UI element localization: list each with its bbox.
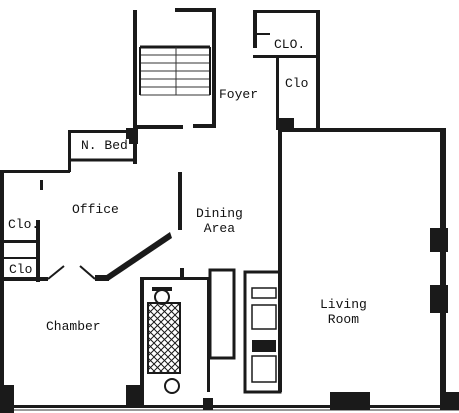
room-label-n-bed: N. Bed — [80, 138, 129, 154]
room-label-foyer: Foyer — [219, 87, 259, 102]
outer-walls — [0, 118, 459, 413]
room-label-dining-area: Dining Area — [196, 206, 243, 237]
dining-line-2: Area — [203, 220, 236, 236]
dining-line-1: Dining — [196, 206, 243, 221]
stair-and-foyer-walls — [133, 8, 216, 130]
closet-walls — [253, 10, 320, 130]
room-label-closet-upper: CLO. — [274, 37, 306, 52]
room-label-living-room: Living Room — [320, 297, 367, 328]
living-line-1: Living — [320, 297, 367, 312]
office-walls — [0, 172, 182, 282]
room-label-chamber: Chamber — [46, 319, 101, 334]
room-label-closet-right: Clo — [285, 76, 309, 91]
bath-and-kitchen — [140, 130, 282, 407]
room-label-office: Office — [72, 202, 119, 217]
room-label-closet-left-1: Clo. — [8, 217, 40, 232]
room-label-closet-left-2: Clo — [9, 262, 33, 277]
living-line-2: Room — [327, 311, 360, 327]
